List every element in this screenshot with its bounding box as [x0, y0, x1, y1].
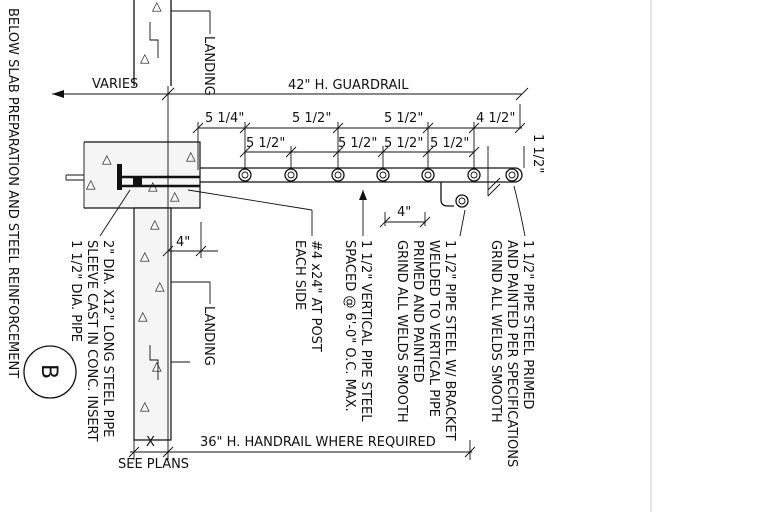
varies-label: VARIES [92, 77, 138, 92]
svg-text:△: △ [140, 50, 150, 65]
side-title: BELOW SLAB PREPARATION AND STEEL REINFOR… [5, 8, 20, 378]
vertical-note-line-2: SPACED @ 6'-0" O.C. MAX. [342, 240, 357, 412]
bracket-note: 1 1/2" PIPE STEEL W/ BRACKET WELDED TO V… [394, 240, 457, 441]
vertical-note-line-1: 1 1/2" VERTICAL PIPE STEEL [358, 240, 373, 422]
x-mark: X [146, 435, 155, 450]
sleeve-note-line-1: 2" DIA. X12" LONG STEEL PIPE [100, 240, 115, 437]
rail-note-line-1: 1 1/2" PIPE STEEL PRIMED [520, 240, 535, 409]
dim-mid-1: 5 1/2" [246, 136, 285, 151]
bracket-note-line-4: GRIND ALL WELDS SMOOTH [394, 240, 409, 423]
detail-bubble: B [23, 345, 77, 399]
vertical-pickets [238, 168, 519, 182]
sleeve-note-line-3: 1 1/2" DIA. PIPE [68, 240, 83, 342]
pipe-size-label: 1 1/2" [530, 134, 545, 173]
gap-label: 4" [397, 205, 411, 220]
landing-top-label: LANDING [201, 36, 216, 96]
dim-mid-3: 5 1/2" [430, 136, 469, 151]
pipe-sleeve [65, 164, 200, 190]
svg-text:△: △ [170, 188, 180, 203]
dimension-row-mid [239, 146, 480, 168]
svg-text:△: △ [102, 151, 112, 166]
rail-note: 1 1/2" PIPE STEEL PRIMED AND PAINTED PER… [488, 240, 535, 467]
bracket-note-line-3: PRIMED AND PAINTED [410, 240, 425, 383]
dim-top-1: 5 1/4" [205, 111, 244, 126]
bracket-note-line-1: 1 1/2" PIPE STEEL W/ BRACKET [442, 240, 457, 441]
gap-dimension [379, 212, 431, 228]
concrete-slab: △ △ △ △ △ [83, 141, 201, 209]
handrail-dimension [128, 440, 476, 460]
pipe-size-tick [487, 177, 501, 191]
bracket-note-line-2: WELDED TO VERTICAL PIPE [426, 240, 441, 417]
sleeve-note: 2" DIA. X12" LONG STEEL PIPE SLEEVE CAST… [68, 240, 115, 442]
dim-top-3: 5 1/2" [384, 111, 423, 126]
svg-text:△: △ [140, 248, 150, 263]
dim-mid-4: 5 1/2" [384, 136, 423, 151]
handrail-bracket [440, 182, 469, 208]
svg-text:△: △ [140, 398, 150, 413]
dim-mid-2: 5 1/2" [338, 136, 377, 151]
svg-text:△: △ [86, 176, 96, 191]
svg-text:△: △ [152, 358, 162, 373]
svg-text:△: △ [152, 0, 162, 13]
rail-note-line-2: AND PAINTED PER SPECIFICATIONS [504, 240, 519, 467]
pipe-size-tick-2 [487, 183, 501, 197]
svg-text:△: △ [138, 308, 148, 323]
rail-note-line-3: GRIND ALL WELDS SMOOTH [488, 240, 503, 423]
dim-top-2: 5 1/2" [292, 111, 331, 126]
note-leaders [99, 185, 526, 237]
rebar-note-line-1: #4 x24" AT POST [308, 240, 323, 352]
wall-gap-label: 4" [176, 235, 190, 250]
svg-text:△: △ [155, 278, 165, 293]
detail-letter: B [36, 364, 61, 379]
lower-wall: △ △ △ △ △ △ [133, 207, 172, 441]
see-plans-label: SEE PLANS [118, 457, 189, 472]
sleeve-note-line-2: SLEEVE CAST IN CONC. INSERT [84, 240, 99, 442]
guardrail-pipe [200, 167, 523, 183]
sheet-margin-line [650, 0, 652, 512]
svg-text:△: △ [186, 148, 196, 163]
wall-gap-dimension [162, 222, 218, 258]
guardrail-tick [515, 87, 529, 101]
svg-text:△: △ [150, 216, 160, 231]
handrail-label: 36" H. HANDRAIL WHERE REQUIRED [200, 435, 436, 450]
varies-arrow [52, 90, 64, 98]
landing-bottom-label: LANDING [201, 306, 216, 366]
vertical-pipe-note: 1 1/2" VERTICAL PIPE STEEL SPACED @ 6'-0… [342, 240, 373, 422]
guardrail-label: 42" H. GUARDRAIL [288, 78, 409, 93]
dim-top-4: 4 1/2" [476, 111, 515, 126]
rebar-note-line-2: EACH SIDE [292, 240, 307, 310]
top-landing-wall: △ △ [133, 0, 172, 86]
dimension-row-top [192, 104, 526, 170]
rebar-note: #4 x24" AT POST EACH SIDE [292, 240, 323, 352]
